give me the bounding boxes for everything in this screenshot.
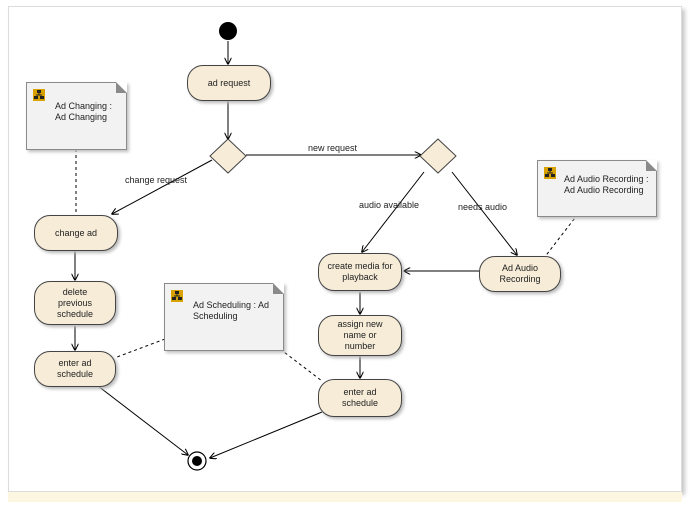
flow-needs-audio [451,171,517,255]
note-connector-ad-audio [543,213,579,259]
action-label: ad request [207,77,251,88]
bottom-band [8,492,682,502]
action-label: enter ad schedule [56,358,94,379]
note-connector-ad-scheduling-left [116,338,166,358]
edge-label-needs-audio: needs audio [458,202,508,212]
decision-node-request [209,138,247,174]
action-ad-audio-recording[interactable]: Ad Audio Recording [479,256,561,292]
initial-node [219,22,237,40]
note-fold [116,82,127,93]
note-text: Ad Scheduling : Ad Scheduling [193,300,270,321]
edge-label-audio-available: audio available [359,200,420,210]
action-delete-previous-schedule[interactable]: delete previous schedule [34,281,116,325]
action-label: change ad [54,227,98,238]
edge-label-new-request: new request [308,143,358,153]
action-label: delete previous schedule [56,286,94,319]
action-create-media[interactable]: create media for playback [318,253,402,291]
note-fold [273,283,284,294]
action-enter-ad-schedule-right[interactable]: enter ad schedule [318,379,402,417]
final-node-inner [192,456,202,466]
activity-diagram-icon [544,167,556,179]
note-ad-scheduling[interactable]: Ad Scheduling : Ad Scheduling [164,283,284,351]
action-enter-ad-schedule-left[interactable]: enter ad schedule [34,351,116,387]
flow-audio-available [362,171,425,252]
action-label: Ad Audio Recording [499,263,541,284]
flow-change-request [112,159,213,214]
note-text: Ad Audio Recording : Ad Audio Recording [564,174,649,195]
activity-diagram-icon [33,89,45,101]
action-label: create media for playback [327,261,393,282]
note-ad-changing[interactable]: Ad Changing : Ad Changing [26,82,127,150]
action-assign-name[interactable]: assign new name or number [318,315,402,356]
decision-node-audio [419,138,457,174]
action-ad-request[interactable]: ad request [187,65,271,101]
action-label: enter ad schedule [341,387,379,408]
activity-diagram-icon [171,290,183,302]
flow-right-schedule-to-end [210,411,323,458]
note-ad-audio-recording[interactable]: Ad Audio Recording : Ad Audio Recording [537,160,657,217]
edge-label-change-request: change request [125,175,188,185]
note-text: Ad Changing : Ad Changing [55,101,113,122]
note-connector-ad-scheduling-right [279,348,323,382]
flow-left-schedule-to-end [97,385,188,455]
action-change-ad[interactable]: change ad [34,215,118,251]
action-label: assign new name or number [337,319,383,351]
note-fold [646,160,657,171]
